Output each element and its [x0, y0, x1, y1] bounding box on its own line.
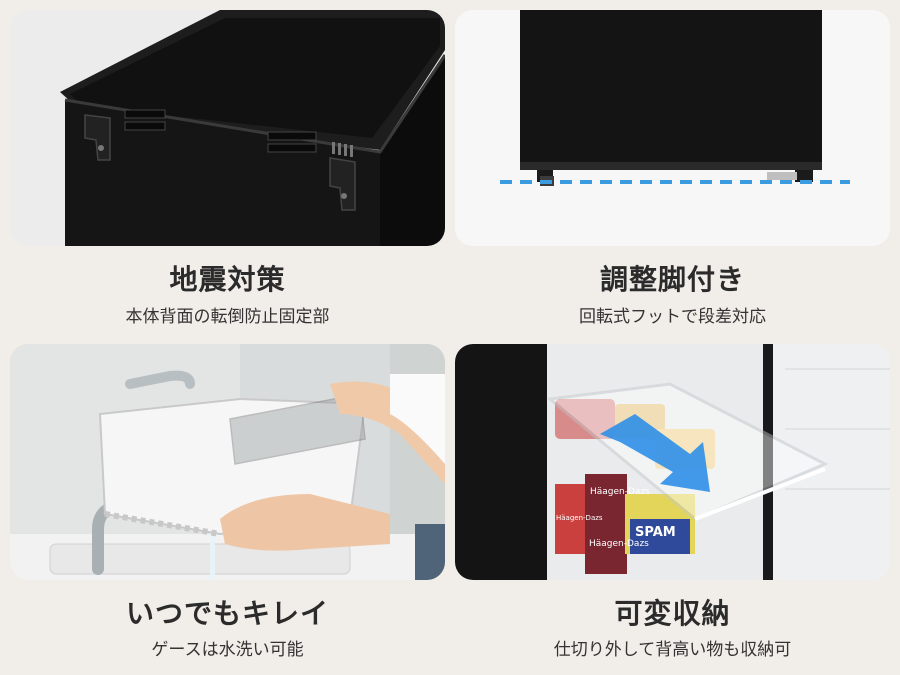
feature-subtitle: ゲースは水洗い可能: [151, 640, 304, 660]
fridge-adjustable-feet-image: [455, 10, 890, 246]
feature-subtitle: 回転式フットで段差対応: [579, 307, 766, 327]
package-label: Häagen-Dazs: [590, 487, 650, 497]
feature-title: 可変収納: [614, 597, 731, 630]
feature-title: 調整脚付き: [599, 263, 745, 296]
removable-shelf-image: Häagen-Dazs Häagen-Dazs Häagen-Dazs SPAM: [455, 344, 890, 580]
package-label: Häagen-Dazs: [556, 514, 603, 522]
package-label: SPAM: [635, 525, 676, 540]
fridge-back-bracket-image: [10, 10, 445, 246]
feature-title: 地震対策: [169, 263, 286, 296]
package-label: Häagen-Dazs: [589, 539, 649, 549]
feature-title: いつでもキレイ: [125, 597, 329, 630]
washable-case-image: [10, 344, 445, 580]
feature-subtitle: 仕切り外して背高い物も収納可: [553, 640, 792, 660]
feature-subtitle: 本体背面の転倒防止固定部: [125, 307, 330, 327]
